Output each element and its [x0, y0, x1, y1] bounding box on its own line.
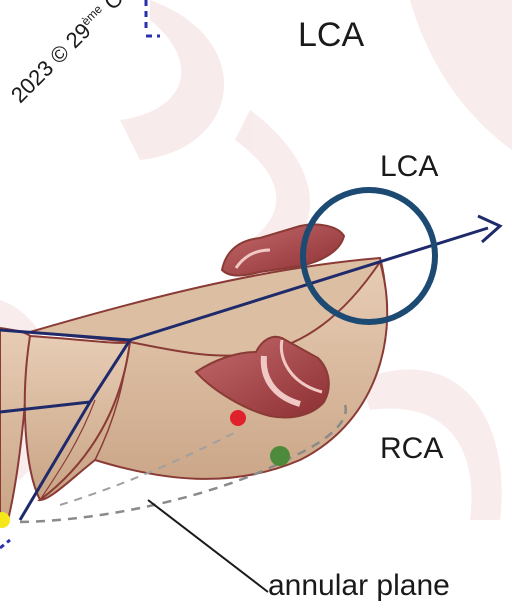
label-lca: LCA: [380, 150, 438, 184]
label-rca: RCA: [380, 432, 443, 466]
rca-landmark-dot: [270, 446, 290, 466]
lca-landmark-dot: [230, 410, 246, 426]
label-annular-plane: annular plane: [268, 569, 450, 603]
annular-leader-line: [148, 500, 268, 592]
bottom-dashed-axis: [0, 540, 10, 548]
label-lca-top: LCA: [298, 16, 364, 55]
aortic-root-cusps: [0, 258, 387, 525]
